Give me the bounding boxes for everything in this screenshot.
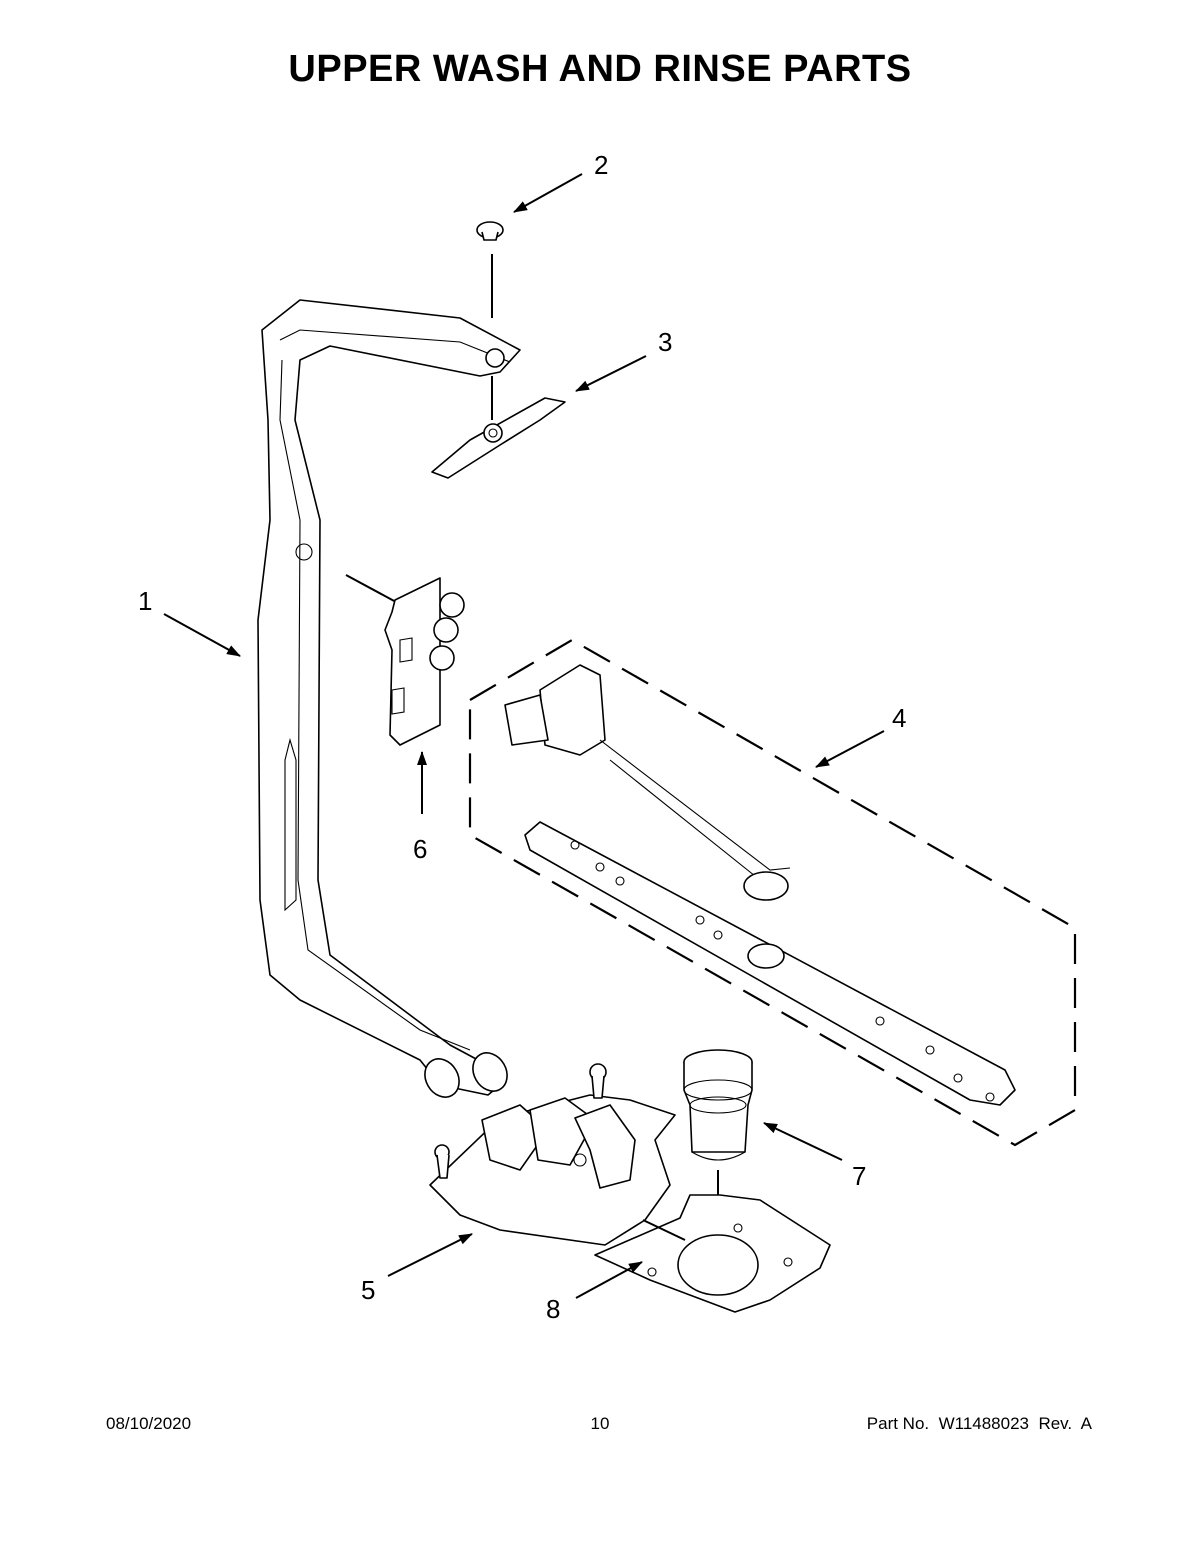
leader-arrow-3 xyxy=(575,355,647,392)
callout-8: 8 xyxy=(546,1294,560,1324)
part-3-upper-spray-arm xyxy=(431,376,566,479)
callout-7: 7 xyxy=(852,1161,866,1191)
leader-arrow-8 xyxy=(575,1261,643,1299)
footer-part-number: Part No. W11488023 Rev. A xyxy=(866,1414,1092,1433)
leader-arrow-4 xyxy=(815,730,885,768)
part-4-lower-spray-arm-assembly xyxy=(504,664,1016,1106)
part-5-pump-housing xyxy=(429,1063,676,1246)
part-6-diverter-bracket xyxy=(345,574,465,746)
callout-4: 4 xyxy=(892,703,906,733)
callout-2: 2 xyxy=(594,150,608,180)
leader-arrow-7 xyxy=(763,1122,843,1161)
callout-3: 3 xyxy=(658,327,672,357)
footer-date: 08/10/2020 xyxy=(106,1414,192,1433)
leader-arrow-5 xyxy=(387,1233,473,1277)
page-title: UPPER WASH AND RINSE PARTS xyxy=(288,48,912,90)
callout-1: 1 xyxy=(138,586,152,616)
part-2-cap xyxy=(476,221,504,318)
leader-arrow-1 xyxy=(163,613,241,657)
callout-5: 5 xyxy=(361,1275,375,1305)
leader-arrow-2 xyxy=(513,173,583,213)
part-8-filter-plate xyxy=(594,1194,831,1313)
callout-6: 6 xyxy=(413,834,427,864)
part-1-upper-conduit xyxy=(257,299,521,1098)
footer-page-number: 10 xyxy=(590,1414,610,1433)
